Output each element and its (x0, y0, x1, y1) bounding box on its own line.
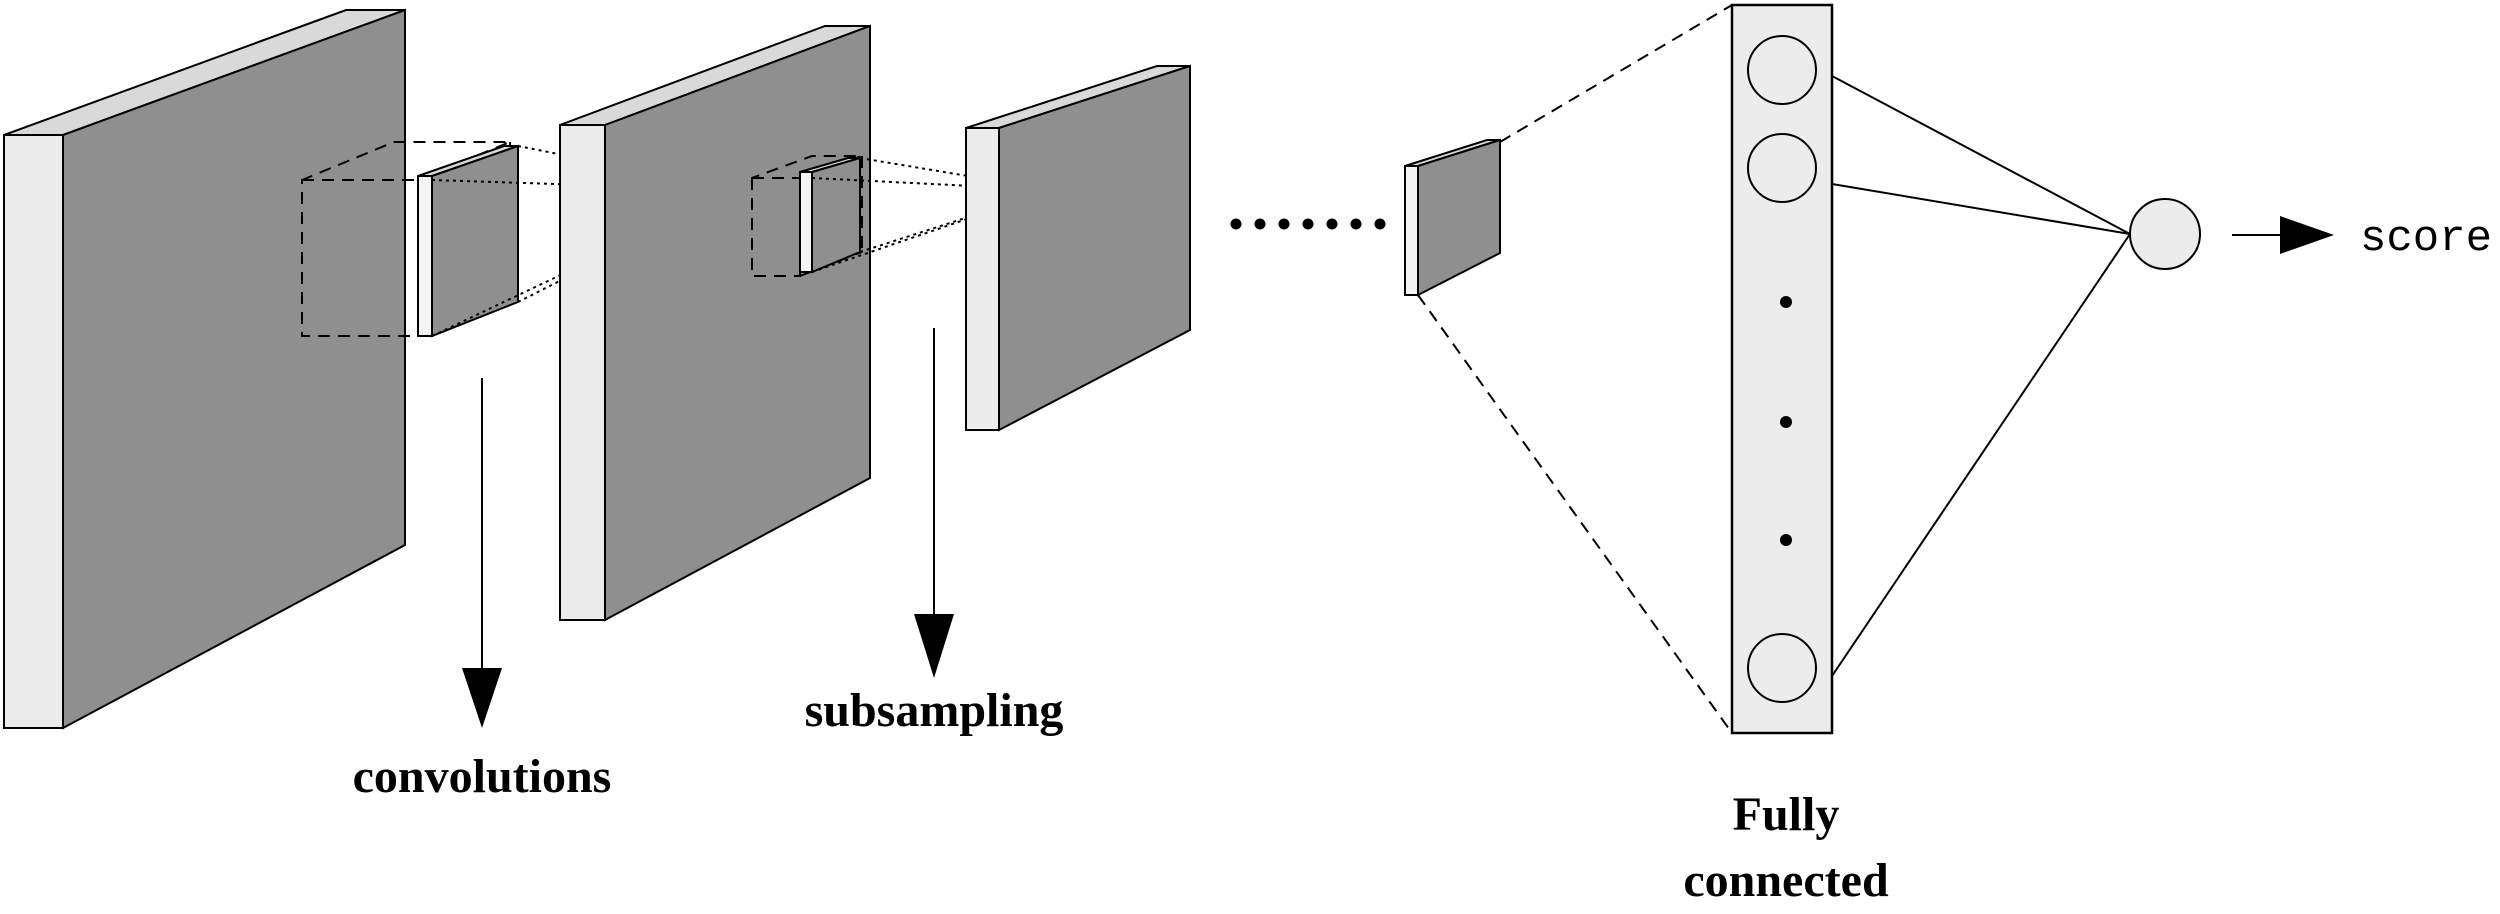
subsampling-arrow-icon (914, 328, 954, 678)
fully-connected-label-line1: Fully (1733, 788, 1840, 841)
feature-map-layer-1 (3, 8, 406, 730)
fully-connected-layer (1730, 3, 1834, 735)
score-label: score (2360, 214, 2492, 264)
fc-ellipsis-dot (1780, 534, 1792, 546)
fc-neuron (1747, 35, 1817, 105)
layer-2-side-face (559, 124, 606, 621)
layer-1-side-face (3, 134, 64, 729)
fully-connected-label-line2: connected (1683, 854, 1889, 907)
output-neuron (2129, 198, 2201, 270)
kernel-slab-1 (417, 144, 519, 338)
output-connections (1831, 75, 2131, 677)
layer-3-side-face (965, 127, 1000, 431)
fc-ellipsis-dot (1780, 296, 1792, 308)
convolutions-label: convolutions (353, 750, 612, 803)
layer-1-front-face (62, 8, 406, 730)
fc-projection-lines (1417, 4, 1733, 734)
fc-neuron (1747, 633, 1817, 703)
kernel-slab-2 (799, 156, 861, 274)
layer-3-front-face (998, 64, 1191, 432)
feature-map-layer-3 (965, 64, 1191, 432)
feature-map-last (1404, 138, 1501, 297)
continuation-dots-icon (1230, 218, 1386, 230)
fc-layer-rect (1730, 3, 1834, 735)
layer-2-front-face (604, 24, 871, 622)
convolutions-arrow-icon (462, 378, 502, 728)
subsampling-label: subsampling (805, 684, 1064, 737)
fc-neuron (1747, 133, 1817, 203)
score-arrow-icon (2232, 216, 2334, 254)
fc-ellipsis-dot (1780, 416, 1792, 428)
feature-map-layer-2 (559, 24, 871, 622)
